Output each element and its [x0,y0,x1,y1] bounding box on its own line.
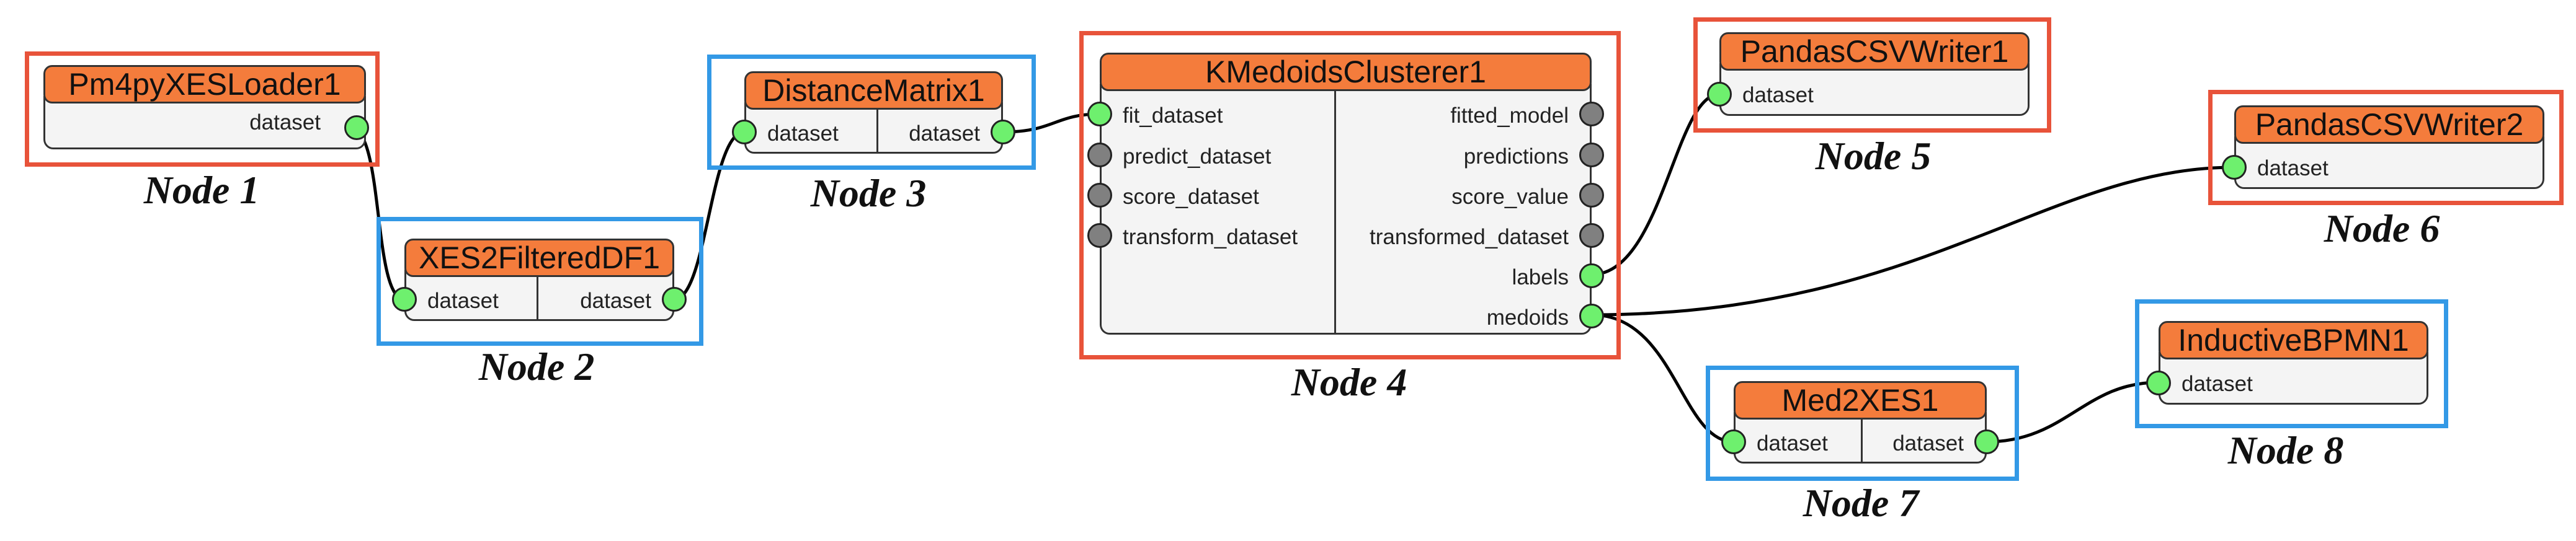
output-port[interactable] [1579,183,1604,208]
input-port[interactable] [1707,82,1732,107]
output-port-label: score_value [1451,185,1569,209]
output-port-label: dataset [909,121,980,146]
node-body: dataset dataset [744,102,1003,154]
node-body: dataset dataset [1734,412,1987,464]
input-port[interactable] [2222,155,2247,180]
frame-node-2 [377,217,703,346]
port-divider [537,271,538,319]
input-port-label: score_dataset [1123,185,1259,209]
output-port[interactable] [1974,429,1999,454]
node-body: fit_dataset predict_dataset score_datase… [1100,84,1592,335]
node-caption: Node 6 [2324,206,2440,250]
output-port-label: medoids [1486,306,1569,330]
input-port[interactable] [732,120,757,144]
output-port[interactable] [1579,102,1604,126]
node-kmedoidsclusterer1[interactable]: fit_dataset predict_dataset score_datase… [1087,53,1604,335]
node-pandascsvwriter2[interactable]: dataset PandasCSVWriter2 [2222,105,2544,189]
node-inductivebpmn1[interactable]: dataset InductiveBPMN1 [2146,321,2428,405]
input-port-label: predict_dataset [1123,144,1272,169]
node-med2xes1[interactable]: dataset dataset Med2XES1 [1721,381,1999,464]
output-port-label: fitted_model [1450,103,1569,128]
node-title: PandasCSVWriter1 [1719,32,2030,71]
frame-node-3 [707,55,1036,170]
node-caption: Node 2 [478,345,595,389]
node-caption: Node 5 [1815,134,1932,178]
node-caption: Node 1 [143,168,260,212]
node-body: dataset [2234,136,2544,189]
input-port[interactable] [2146,371,2171,395]
input-port-label: dataset [427,289,499,313]
port-divider [1861,414,1863,462]
output-port-label: predictions [1463,144,1569,169]
output-port-label: dataset [1892,431,1964,455]
port-divider [1334,86,1336,333]
input-port[interactable] [1087,143,1112,167]
input-port-label: dataset [2257,156,2329,180]
node-title: Med2XES1 [1734,381,1987,420]
frame-node-5 [1693,17,2051,133]
output-port-label: labels [1512,265,1569,289]
input-port[interactable] [1087,223,1112,248]
node-caption: Node 8 [2227,428,2344,472]
frame-node-8 [2135,299,2448,428]
node-title: KMedoidsClusterer1 [1100,53,1592,91]
node-title: Pm4pyXESLoader1 [43,65,366,103]
frame-node-6 [2208,90,2564,205]
frame-node-7 [1706,366,2019,481]
input-port-label: dataset [1757,431,1828,455]
node-caption: Node 3 [810,171,927,215]
output-port-label: dataset [580,289,651,313]
output-port-label: transformed_dataset [1369,225,1569,249]
node-body: dataset [2159,352,2428,405]
node-pm4pyxesloader1[interactable]: dataset Pm4pyXESLoader1 [43,65,369,149]
frame-node-1 [25,51,380,167]
input-port-label: dataset [1742,83,1814,107]
node-body: dataset dataset [404,270,674,321]
input-port-label: fit_dataset [1123,103,1223,128]
output-port[interactable] [1579,304,1604,328]
node-distancematrix1[interactable]: dataset dataset DistanceMatrix1 [732,71,1015,154]
input-port[interactable] [392,287,417,312]
output-port[interactable] [1579,223,1604,248]
node-title: DistanceMatrix1 [744,71,1003,110]
input-port[interactable] [1087,102,1112,126]
output-port[interactable] [991,120,1015,144]
output-port[interactable] [662,287,687,312]
input-port[interactable] [1721,429,1746,454]
output-port-label: dataset [249,110,321,134]
node-caption: Node 4 [1291,360,1407,404]
input-port-label: dataset [2182,372,2253,396]
input-port-label: transform_dataset [1123,225,1298,249]
node-title: XES2FilteredDF1 [404,239,674,277]
frame-node-4 [1079,31,1621,359]
node-caption: Node 7 [1803,481,1919,525]
input-port-label: dataset [767,121,839,146]
output-port[interactable] [344,115,369,140]
node-body: dataset [1719,63,2030,116]
input-port[interactable] [1087,183,1112,208]
node-pandascsvwriter1[interactable]: dataset PandasCSVWriter1 [1707,32,2030,116]
node-title: PandasCSVWriter2 [2234,105,2544,144]
node-title: InductiveBPMN1 [2159,321,2428,359]
node-xes2filtereddf1[interactable]: dataset dataset XES2FilteredDF1 [392,239,687,321]
node-body: dataset [43,96,366,149]
edge-node4-medoids-to-node6 [1591,165,2235,317]
port-divider [876,104,878,152]
output-port[interactable] [1579,143,1604,167]
output-port[interactable] [1579,263,1604,288]
